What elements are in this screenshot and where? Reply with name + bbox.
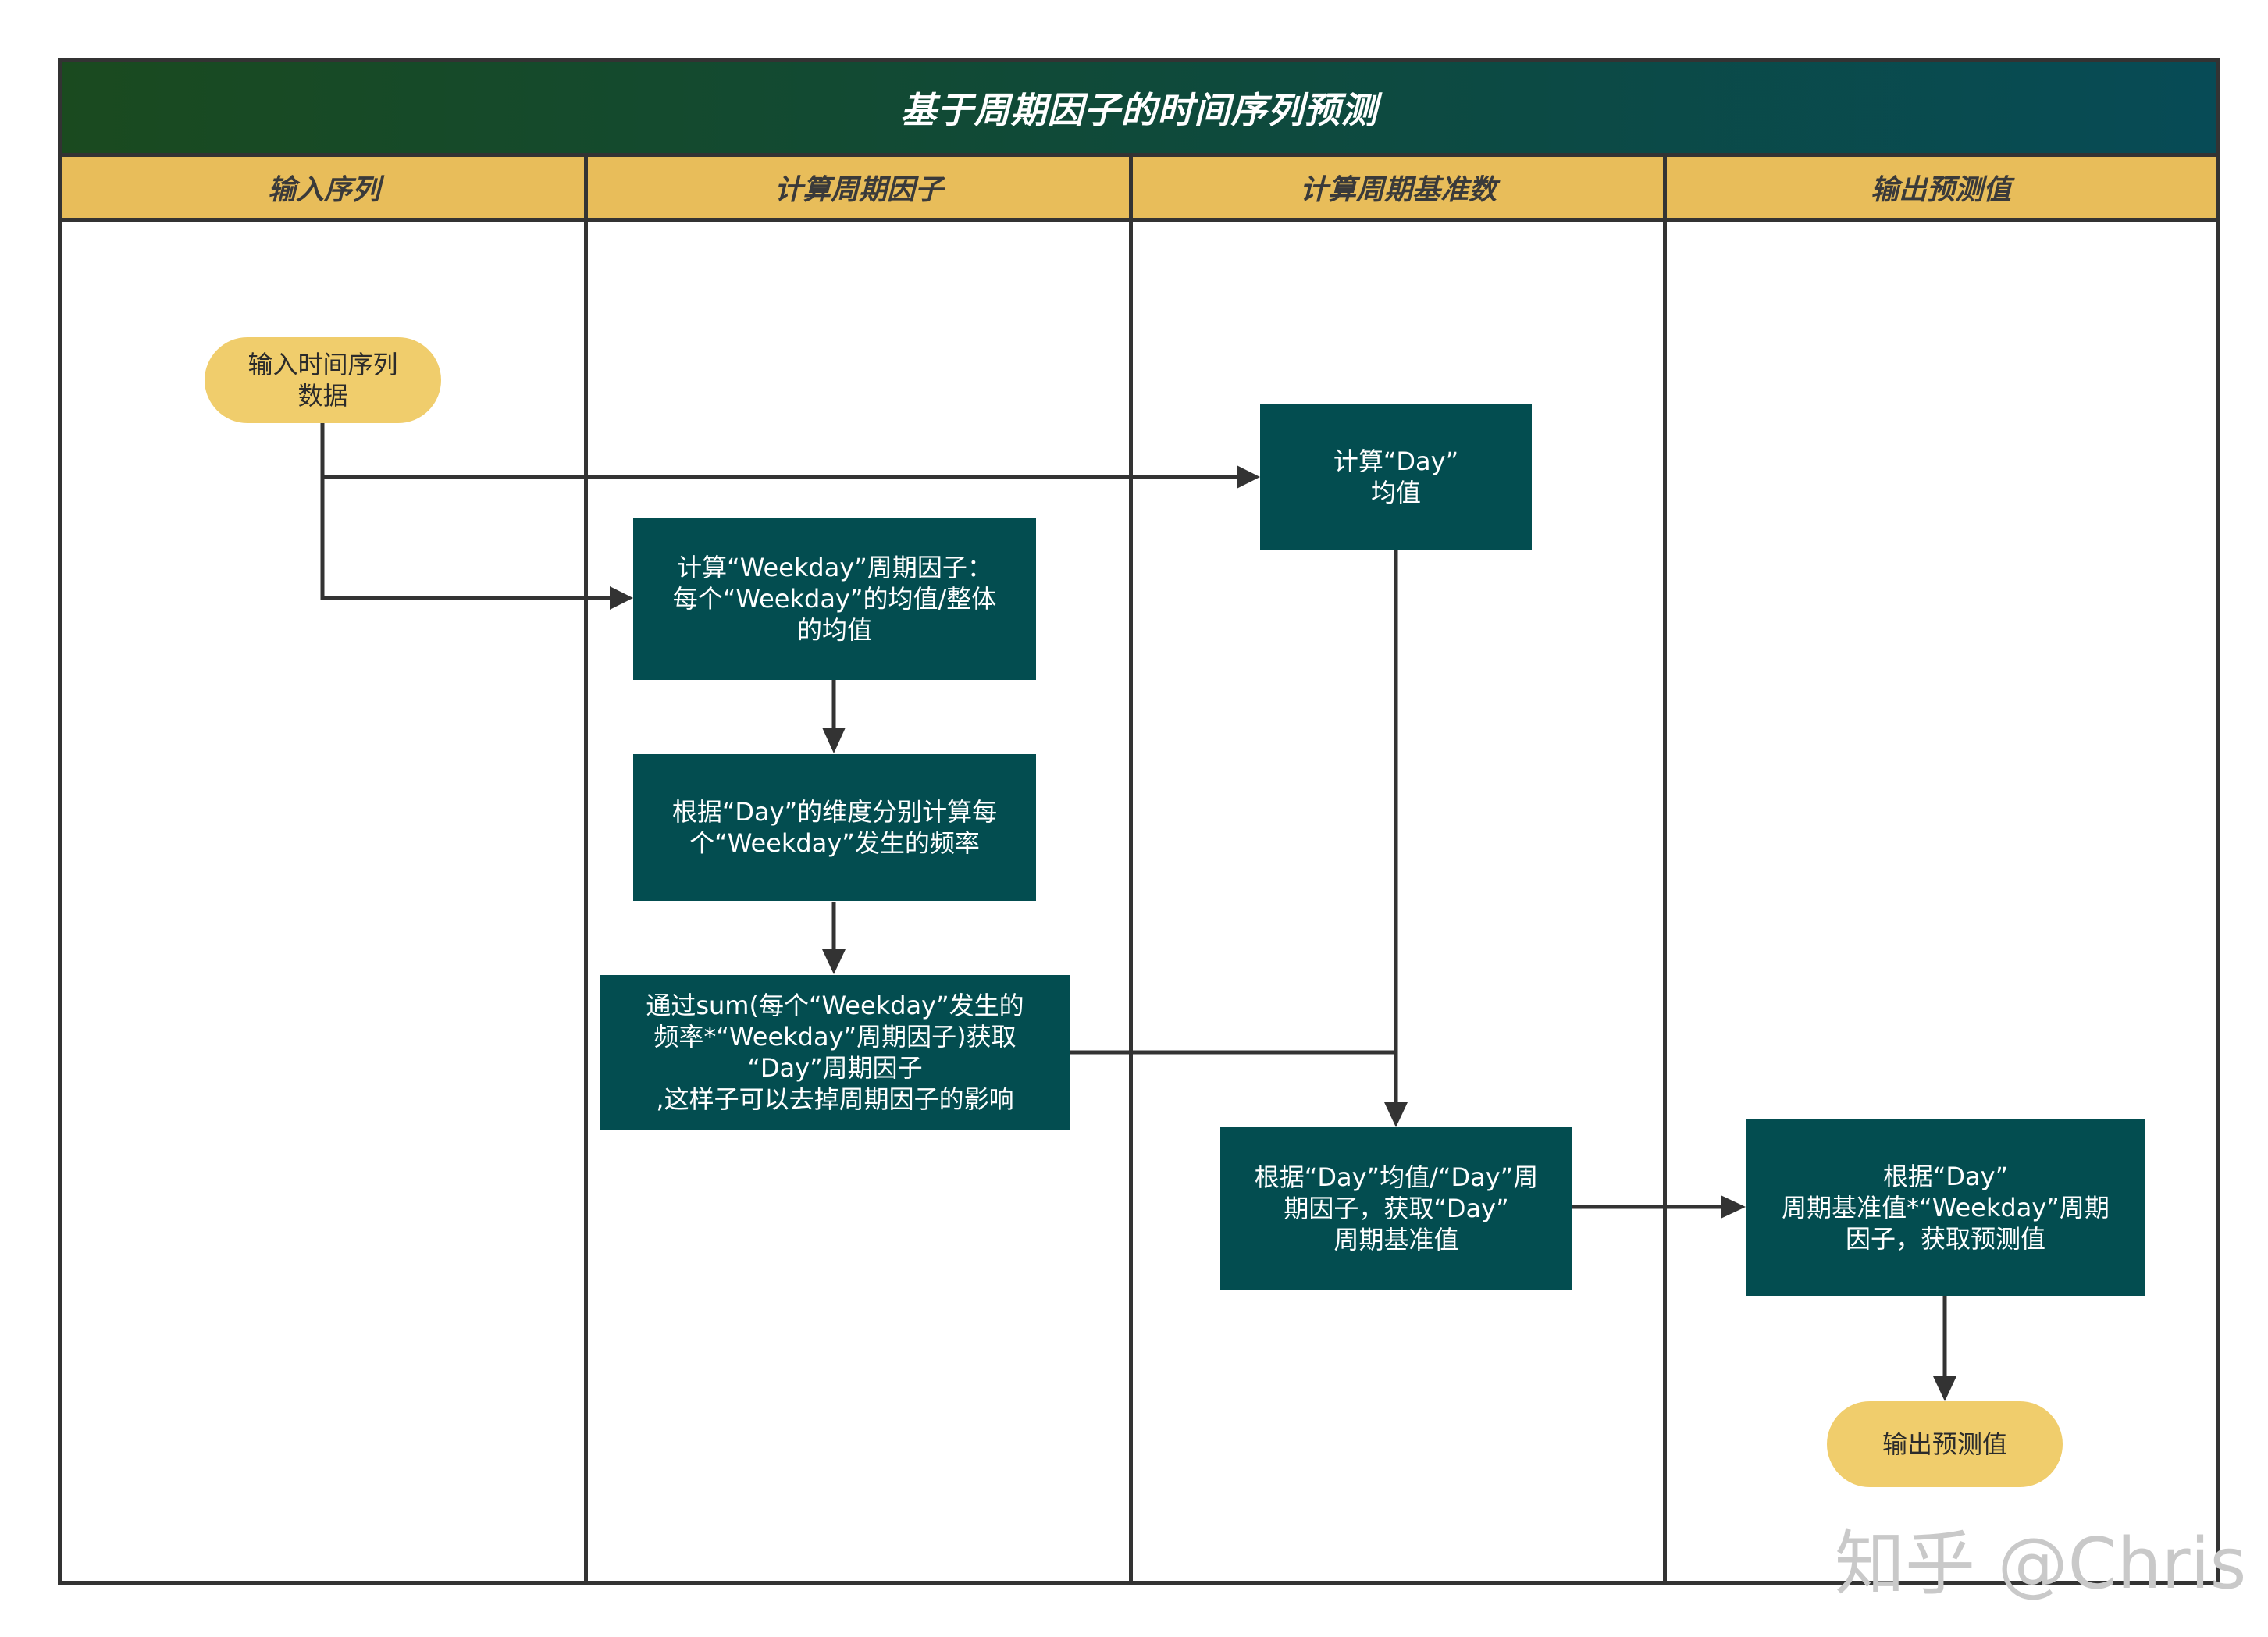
arrowhead-predict [1721,1195,1746,1219]
process-predict[interactable]: 根据“Day” 周期基准值*“Weekday”周期 因子，获取预测值 [1746,1119,2145,1296]
process-weekday-factor[interactable]: 计算“Weekday”周期因子： 每个“Weekday”的均值/整体 的均值 [633,518,1036,680]
arrowhead-day-base [1384,1102,1408,1127]
arrowhead-weekday-factor [610,586,633,610]
lane-divider-3 [1663,153,1667,1585]
arrow-input-to-day-mean [320,422,1241,479]
arrowhead-output [1933,1376,1956,1401]
arrowhead-day-mean [1237,465,1260,489]
arrowhead-freq [822,728,846,753]
lane-header-base: 计算周期基准数 [1131,153,1665,222]
start-node-input-series[interactable]: 输入时间序列 数据 [205,337,441,423]
lane-header-input: 输入序列 [62,153,586,222]
process-weekday-frequency[interactable]: 根据“Day”的维度分别计算每 个“Weekday”发生的频率 [633,754,1036,901]
process-day-base[interactable]: 根据“Day”均值/“Day”周 期因子，获取“Day” 周期基准值 [1220,1127,1572,1290]
process-day-mean[interactable]: 计算“Day” 均值 [1260,404,1532,550]
diagram-title: 基于周期因子的时间序列预测 [62,62,2216,153]
lane-divider-2 [1129,153,1133,1585]
lane-divider-1 [584,153,588,1585]
diagram-frame [58,58,2220,1585]
arrow-input-to-weekday-factor [320,477,611,600]
watermark-text: 知乎 @Chris [1835,1523,2247,1605]
end-node-output[interactable]: 输出预测值 [1827,1401,2063,1487]
process-day-factor[interactable]: 通过sum(每个“Weekday”发生的 频率*“Weekday”周期因子)获取… [600,975,1070,1130]
lane-header-output: 输出预测值 [1665,153,2216,222]
lane-header-factor: 计算周期因子 [586,153,1131,222]
arrowhead-day-factor [822,949,846,974]
